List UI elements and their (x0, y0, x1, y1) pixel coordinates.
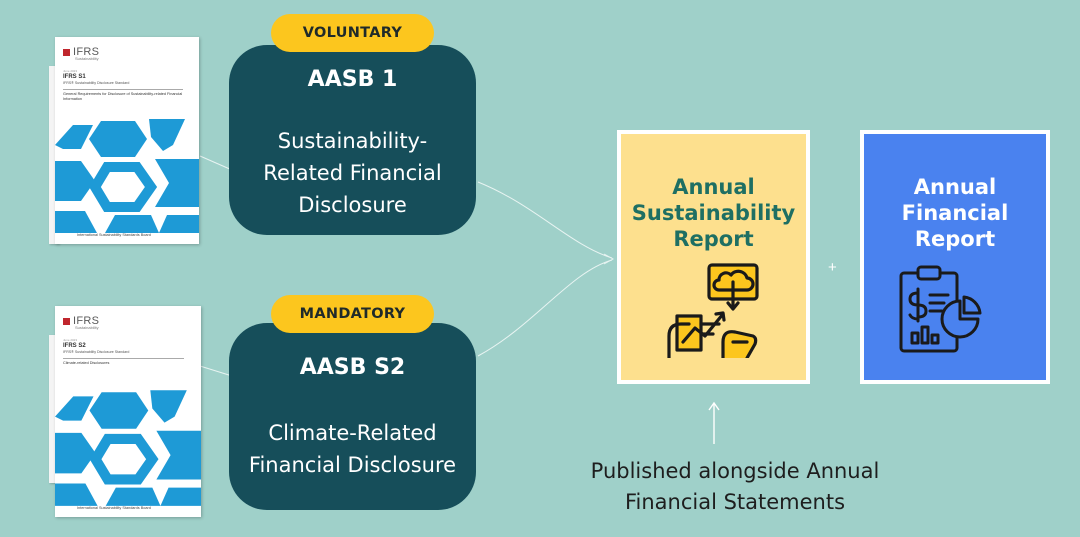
title-line: Annual (672, 175, 755, 199)
aasb-1-box: AASB 1 Sustainability- Related Financial… (229, 45, 476, 235)
annual-sustainability-report-card: Annual Sustainability Report (617, 130, 810, 384)
note-line: Published alongside Annual (590, 459, 880, 483)
aasb-s2-description: Climate-Related Financial Disclosure (229, 417, 476, 481)
ifrs-hexagon-pattern-icon (55, 390, 201, 506)
aasb-1-description: Sustainability- Related Financial Disclo… (229, 125, 476, 221)
document-code: IFRS S2 (63, 343, 86, 349)
document-back-page (49, 66, 59, 244)
ifrs-logo-text: IFRS (73, 315, 100, 327)
plus-sign: + (828, 259, 837, 276)
ifrs-logo-subtitle: Sustainability (75, 325, 99, 330)
document-date: June 2023 (63, 338, 78, 342)
title-line: Report (673, 227, 754, 251)
document-footer: International Sustainability Standards B… (77, 233, 151, 237)
sustainability-report-title: Annual Sustainability Report (621, 174, 806, 252)
connector-top (477, 181, 613, 259)
note-line: Financial Statements (624, 490, 846, 514)
mandatory-badge: MANDATORY (271, 295, 434, 333)
document-standard: IFRS® Sustainability Disclosure Standard (63, 81, 130, 85)
document-code: IFRS S1 (63, 74, 86, 80)
ifrs-logo-text: IFRS (73, 46, 100, 58)
description-line: Financial Disclosure (248, 453, 457, 477)
up-arrow-icon (708, 401, 720, 444)
publication-note: Published alongside Annual Financial Sta… (555, 456, 915, 518)
document-standard: IFRS® Sustainability Disclosure Standard (63, 350, 130, 354)
aasb-s2-box: AASB S2 Climate-Related Financial Disclo… (229, 323, 476, 510)
ifrs-logo-mark (63, 48, 70, 56)
description-line: Disclosure (298, 193, 407, 217)
document-description: Climate-related Disclosures (63, 360, 110, 365)
growth-analytics-icon (667, 263, 759, 358)
ifrs-logo: IFRS (63, 315, 195, 327)
title-line: Report (914, 227, 996, 251)
title-line: Financial (901, 201, 1009, 225)
annual-financial-report-card: Annual Financial Report (860, 130, 1050, 384)
aasb-1-title: AASB 1 (307, 67, 398, 92)
document-date: June 2023 (63, 69, 78, 73)
connector-arrowhead (603, 253, 615, 265)
financial-report-icon (899, 265, 982, 353)
financial-report-title: Annual Financial Report (864, 174, 1046, 252)
ifrs-s1-document: IFRS Sustainability June 2023 IFRS S1 IF… (55, 37, 199, 244)
description-line: Climate-Related (268, 421, 437, 445)
ifrs-s2-document: IFRS Sustainability June 2023 IFRS S2 IF… (55, 306, 201, 517)
document-footer: International Sustainability Standards B… (77, 506, 151, 510)
title-line: Sustainability (631, 201, 796, 225)
description-line: Sustainability- (277, 129, 428, 153)
document-description: General Requirements for Disclosure of S… (63, 91, 183, 101)
ifrs-logo-mark (63, 317, 70, 325)
ifrs-logo: IFRS (63, 46, 193, 58)
ifrs-logo-subtitle: Sustainability (75, 56, 99, 61)
title-line: Annual (913, 175, 997, 199)
voluntary-badge: VOLUNTARY (271, 14, 434, 52)
description-line: Related Financial (263, 161, 442, 185)
ifrs-hexagon-pattern-icon (55, 119, 199, 233)
document-back-page (49, 335, 59, 483)
aasb-s2-title: AASB S2 (299, 355, 406, 380)
connector-bottom (477, 259, 613, 357)
